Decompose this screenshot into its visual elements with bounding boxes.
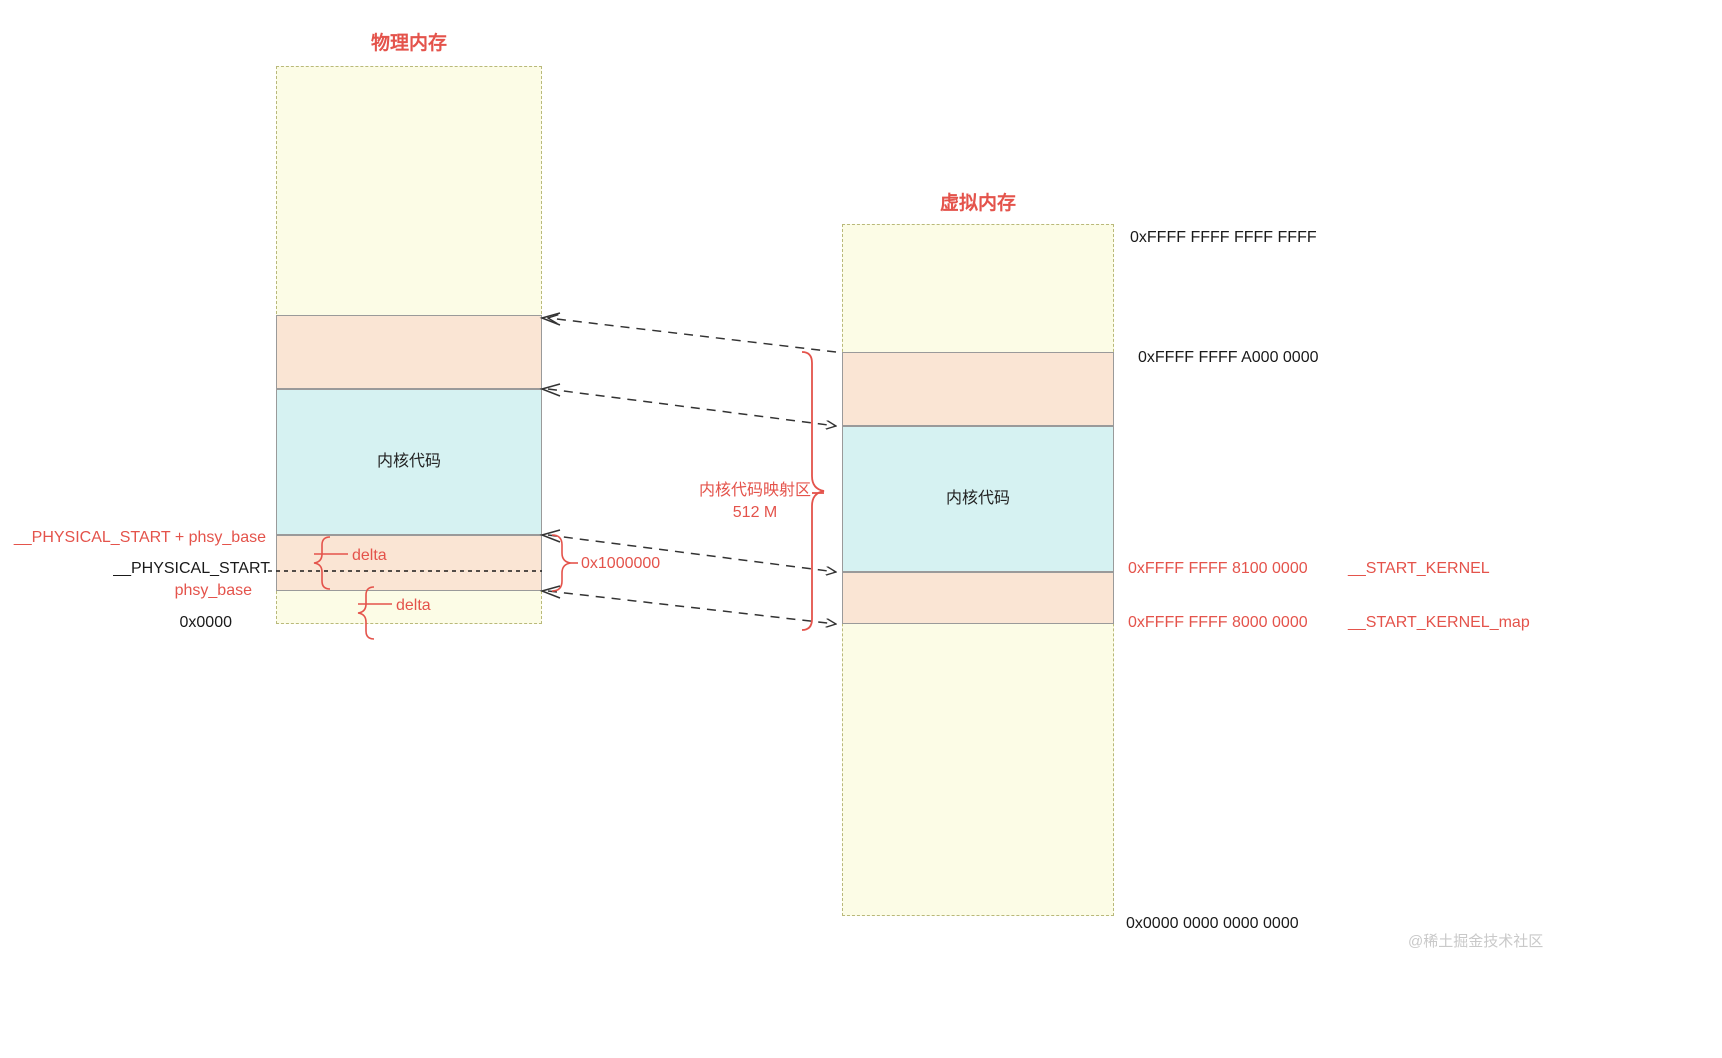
physical-block-upper-orange bbox=[276, 315, 542, 389]
physical-block-lower-orange bbox=[276, 535, 542, 591]
label-virtual-addr-a000: 0xFFFF FFFF A000 0000 bbox=[1138, 349, 1319, 366]
label-virtual-addr-8100: 0xFFFF FFFF 8100 0000 bbox=[1128, 560, 1308, 577]
arrowhead-physical-lower-top bbox=[539, 529, 561, 543]
virtual-kernel-code-label: 内核代码 bbox=[945, 490, 1010, 507]
label-virtual-addr-bottom: 0x0000 0000 0000 0000 bbox=[1126, 915, 1299, 932]
map-arrow-8000 bbox=[547, 590, 836, 624]
virtual-block-lower-orange bbox=[842, 572, 1114, 624]
label-start-kernel-map: __START_KERNEL_map bbox=[1348, 614, 1530, 631]
arrowhead-physical-lower-bottom bbox=[539, 585, 561, 599]
arrowhead-physical-upper-top bbox=[539, 312, 561, 326]
watermark: @稀土掘金技术社区 bbox=[1408, 933, 1544, 950]
map-arrow-a000-bottom bbox=[547, 388, 836, 426]
label-physical-zero: 0x0000 bbox=[179, 614, 233, 631]
virtual-block-kernel-code: 内核代码 bbox=[842, 426, 1114, 572]
label-offset-0x1000000: 0x1000000 bbox=[581, 555, 661, 572]
label-delta-lower: delta bbox=[396, 597, 431, 614]
label-phsy-base: phsy_base bbox=[174, 582, 252, 599]
brace-offset-0x1000000 bbox=[551, 534, 572, 592]
virtual-block-upper-orange bbox=[842, 352, 1114, 426]
label-physical-start: __PHYSICAL_START bbox=[113, 560, 270, 577]
label-start-kernel: __START_KERNEL bbox=[1348, 560, 1490, 577]
label-virtual-addr-top: 0xFFFF FFFF FFFF FFFF bbox=[1130, 229, 1317, 246]
physical-kernel-code-label: 内核代码 bbox=[376, 453, 441, 470]
label-kernel-map-region: 内核代码映射区 bbox=[698, 482, 811, 499]
label-kernel-map-size: 512 M bbox=[732, 504, 778, 521]
arrowhead-physical-upper-bottom bbox=[539, 383, 561, 397]
physical-memory-title: 物理内存 bbox=[370, 33, 447, 54]
virtual-memory-title: 虚拟内存 bbox=[939, 193, 1016, 214]
physical-block-kernel-code: 内核代码 bbox=[276, 389, 542, 535]
label-physical-start-plus-base: __PHYSICAL_START + phsy_base bbox=[13, 529, 266, 546]
label-delta-upper: delta bbox=[352, 547, 387, 564]
map-arrow-a000-top bbox=[548, 318, 837, 353]
label-virtual-addr-8000: 0xFFFF FFFF 8000 0000 bbox=[1128, 614, 1308, 631]
